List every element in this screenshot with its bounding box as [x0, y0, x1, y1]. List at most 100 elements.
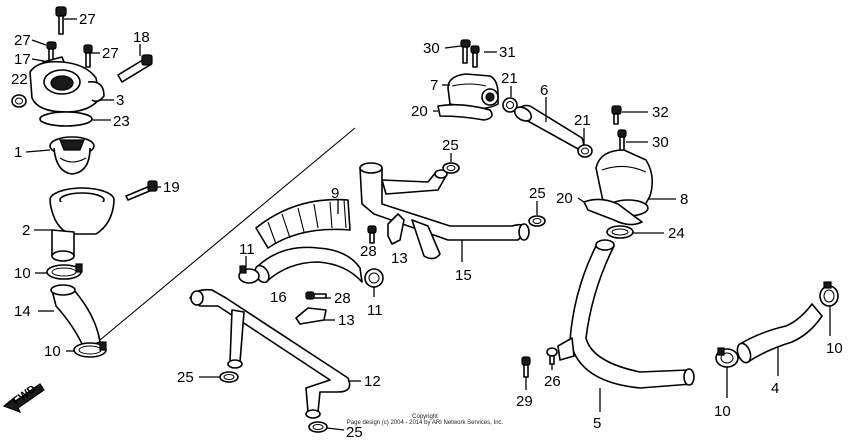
callout-c14: 14 — [14, 303, 31, 320]
bolt-27-right — [83, 44, 93, 68]
hose-6 — [513, 104, 585, 151]
cover-7 — [447, 73, 499, 110]
callout-c30b: 30 — [652, 134, 669, 151]
bolt-32 — [611, 105, 622, 125]
callout-c27c: 27 — [102, 45, 119, 62]
callout-c21a: 21 — [501, 70, 518, 87]
bolt-30-top — [460, 39, 471, 64]
hose-9-corrugated — [255, 198, 351, 249]
bolt-30-right — [617, 129, 627, 152]
bolt-26 — [546, 347, 558, 365]
hose-clamp-11-right — [364, 268, 384, 288]
bolt-28-center — [367, 225, 377, 244]
callout-c23: 23 — [113, 113, 130, 130]
callout-c13b: 13 — [338, 312, 355, 329]
thermostat-housing-2 — [49, 187, 115, 262]
copyright-line-2: Page design (c) 2004 - 2014 by ARI Netwo… — [347, 420, 504, 426]
bracket-13-center — [387, 213, 405, 245]
callout-c31: 31 — [499, 44, 516, 61]
callout-c7: 7 — [430, 77, 438, 94]
water-pipe-12 — [189, 288, 351, 419]
hose-clamp-11-left — [238, 265, 260, 284]
bolt-28-lower — [305, 291, 327, 300]
leader-c1 — [25, 149, 51, 153]
gasket-20-lower — [583, 198, 643, 226]
hose-clamp-10-right-upper — [819, 281, 839, 307]
hose-4 — [736, 303, 823, 364]
o-ring-25-pipe-top — [442, 162, 460, 174]
callout-c8: 8 — [680, 191, 688, 208]
hose-5 — [557, 239, 695, 389]
callout-c24: 24 — [668, 225, 685, 242]
callout-c3: 3 — [116, 92, 124, 109]
leader-c20b — [577, 197, 585, 203]
callout-c16: 16 — [270, 289, 287, 306]
bolt-31 — [470, 45, 480, 68]
copyright-line-1: Copyright — [412, 414, 438, 420]
callout-c5: 5 — [593, 415, 601, 432]
o-ring-25-pipe12-upper — [219, 371, 239, 383]
hose-16 — [254, 246, 363, 284]
hose-clamp-10-upper — [46, 263, 83, 280]
bolt-19 — [125, 180, 158, 201]
callout-c10c: 10 — [714, 403, 731, 420]
callout-c10a: 10 — [14, 265, 31, 282]
callout-c25a: 25 — [442, 137, 459, 154]
callout-c20b: 20 — [556, 190, 573, 207]
leader-lines — [25, 18, 831, 431]
water-pipe-15 — [359, 162, 530, 260]
bracket-13-lower — [295, 307, 327, 325]
callout-c25c: 25 — [177, 369, 194, 386]
callout-c29: 29 — [516, 393, 533, 410]
callout-c10d: 10 — [826, 340, 843, 357]
fwd-arrow-icon — [2, 383, 45, 414]
reference-line — [99, 127, 356, 341]
callout-c10b: 10 — [44, 343, 61, 360]
hose-clamp-10-lower — [73, 341, 107, 358]
callout-c1: 1 — [14, 144, 22, 161]
callout-c26: 26 — [544, 373, 561, 390]
hose-clamp-10-right-lower — [715, 347, 739, 368]
leader-c17 — [31, 58, 45, 62]
callout-c6: 6 — [540, 82, 548, 99]
leader-c30a — [444, 45, 462, 49]
callout-c13a: 13 — [391, 250, 408, 267]
callout-c11b: 11 — [367, 302, 383, 319]
callout-c9: 9 — [331, 185, 339, 202]
leader-c27b — [31, 39, 47, 46]
callout-c25b: 25 — [529, 185, 546, 202]
callout-c19: 19 — [163, 179, 180, 196]
callout-c32: 32 — [652, 104, 669, 121]
callout-c2: 2 — [22, 222, 30, 239]
callout-c17: 17 — [14, 51, 31, 68]
o-ring-24 — [606, 225, 634, 239]
callout-c18: 18 — [133, 29, 150, 46]
bolt-27-top — [55, 6, 67, 35]
callout-c22: 22 — [11, 71, 28, 88]
callout-c12: 12 — [364, 373, 381, 390]
callout-c30a: 30 — [423, 40, 440, 57]
callout-c27b: 27 — [14, 32, 31, 49]
callout-c4: 4 — [771, 380, 779, 397]
thermostat-1 — [49, 136, 95, 175]
callout-c28b: 28 — [334, 290, 351, 307]
gasket-20-upper — [437, 103, 493, 121]
thermostat-cover-3 — [29, 60, 105, 113]
callout-c28a: 28 — [360, 243, 377, 260]
leader-c25d — [326, 427, 345, 431]
callout-c27a: 27 — [79, 11, 96, 28]
callout-c11a: 11 — [239, 241, 255, 258]
bolt-29 — [521, 356, 531, 378]
callout-c15: 15 — [455, 267, 472, 284]
o-ring-25-pipe12-lower — [308, 421, 328, 433]
gasket-23 — [39, 111, 93, 127]
callout-c20a: 20 — [411, 103, 428, 120]
callout-c21b: 21 — [574, 112, 591, 129]
hose-14 — [51, 287, 101, 349]
temp-sensor-18 — [117, 54, 153, 83]
o-ring-25-pipe-right — [528, 215, 546, 227]
callout-c25d: 25 — [346, 424, 363, 441]
